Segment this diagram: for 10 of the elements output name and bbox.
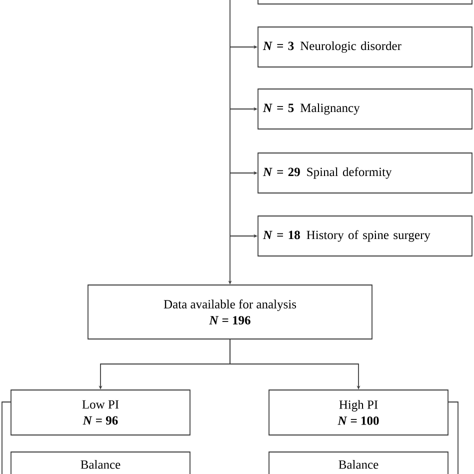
balance-box: Balance <box>10 452 190 474</box>
group-box: High PI N = 100 <box>268 390 448 436</box>
group-box: Low PI N = 96 <box>10 390 190 436</box>
exclusion-box: N = 3 Neurologic disorder <box>258 26 472 68</box>
exclusion-box: N = 29 Spinal deformity <box>258 152 472 194</box>
balance-box: Balance <box>268 452 448 474</box>
exclusion-box <box>258 0 472 4</box>
analysis-box: Data available for analysis N = 196 <box>88 284 372 340</box>
exclusion-box: N = 5 Malignancy <box>258 88 472 130</box>
exclusion-box: N = 18 History of spine surgery <box>258 216 472 256</box>
